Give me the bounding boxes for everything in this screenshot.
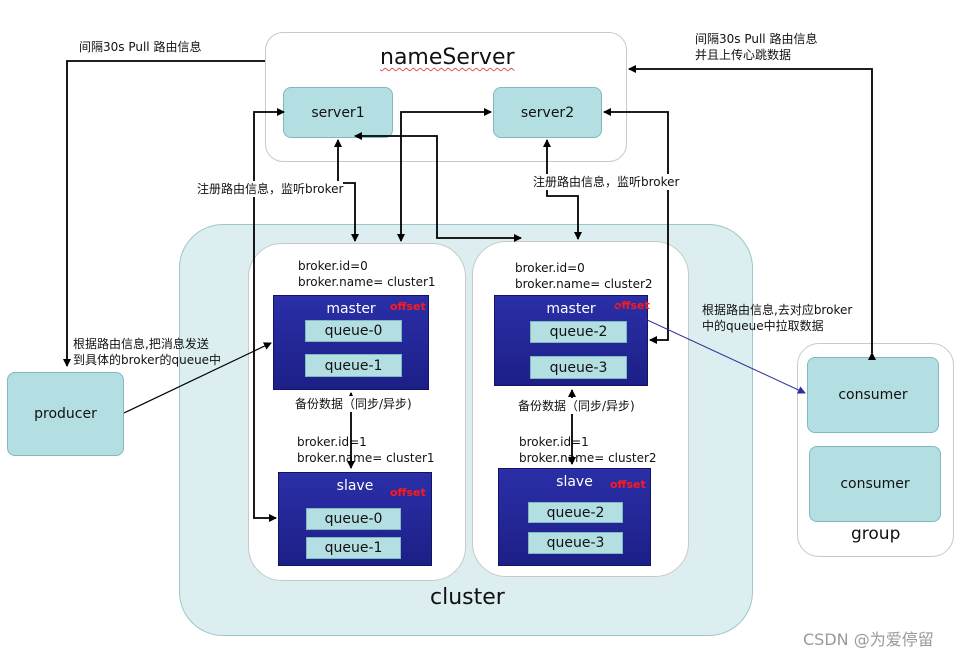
master-broker-cluster1[interactable]: master offset queue-0 queue-1 bbox=[273, 295, 429, 390]
register-server2-cluster1 bbox=[397, 108, 492, 242]
consume-arrow bbox=[614, 304, 806, 394]
queue-box[interactable]: queue-2 bbox=[530, 321, 627, 343]
producer-pull-arrow bbox=[63, 60, 265, 367]
broker-name-label: broker.name= cluster2 bbox=[519, 451, 657, 465]
pull-annotation-right: 并且上传心跳数据 bbox=[695, 48, 792, 62]
broker-role-label: master bbox=[546, 301, 596, 317]
register-server1-cluster2 bbox=[354, 132, 522, 242]
pull-annotation-left: 间隔30s Pull 路由信息 bbox=[79, 40, 202, 54]
pull-annotation-right: 间隔30s Pull 路由信息 bbox=[695, 32, 818, 46]
group-label: group bbox=[851, 524, 901, 544]
slave-broker-cluster1[interactable]: slave offset queue-0 queue-1 bbox=[278, 472, 432, 566]
register-annotation-right: 注册路由信息，监听broker bbox=[533, 174, 680, 190]
consume-annotation: 根据路由信息,去对应broker bbox=[702, 303, 853, 317]
register-server2-master2 bbox=[603, 108, 669, 344]
broker-name-label: broker.name= cluster1 bbox=[298, 275, 436, 289]
send-annotation: 根据路由信息,把消息发送 bbox=[73, 337, 209, 351]
send-annotation: 到具体的broker的queue中 bbox=[73, 353, 222, 367]
watermark-text: CSDN @为爱停留 bbox=[803, 630, 934, 649]
broker-role-label: master bbox=[326, 301, 376, 317]
consumer-node-2[interactable]: consumer bbox=[809, 446, 941, 522]
slave-broker-cluster2[interactable]: slave offset queue-2 queue-3 bbox=[498, 468, 651, 566]
server1-node[interactable]: server1 bbox=[283, 87, 393, 138]
queue-box[interactable]: queue-1 bbox=[305, 354, 402, 377]
consume-annotation: 中的queue中拉取数据 bbox=[702, 319, 824, 333]
nameserver-title: nameServer bbox=[380, 45, 515, 70]
queue-box[interactable]: queue-0 bbox=[306, 508, 401, 530]
backup-annotation-left: 备份数据（同步/异步) bbox=[295, 396, 412, 412]
register-server2-cluster2 bbox=[543, 139, 582, 240]
offset-label: offset bbox=[610, 478, 646, 491]
register-annotation-left: 注册路由信息，监听broker bbox=[197, 181, 344, 197]
broker-role-label: slave bbox=[336, 478, 374, 494]
consumer-pull-arrow bbox=[628, 65, 876, 360]
queue-box[interactable]: queue-1 bbox=[306, 537, 401, 559]
queue-box[interactable]: queue-3 bbox=[528, 532, 623, 554]
queue-box[interactable]: queue-3 bbox=[530, 356, 627, 379]
server2-node[interactable]: server2 bbox=[493, 87, 602, 138]
register-server1-slave1 bbox=[253, 108, 285, 522]
consumer-node-1[interactable]: consumer bbox=[807, 357, 939, 433]
backup-annotation-right: 备份数据（同步/异步) bbox=[518, 398, 635, 414]
queue-box[interactable]: queue-2 bbox=[528, 502, 623, 523]
queue-box[interactable]: queue-0 bbox=[305, 320, 402, 342]
producer-node[interactable]: producer bbox=[7, 372, 124, 456]
offset-label: offset bbox=[390, 486, 426, 499]
broker-role-label: slave bbox=[556, 474, 593, 490]
send-arrow bbox=[123, 342, 272, 414]
broker-id-label: broker.id=0 bbox=[515, 261, 585, 275]
cluster-label: cluster bbox=[430, 585, 505, 610]
broker-name-label: broker.name= cluster1 bbox=[297, 451, 435, 465]
offset-label: offset bbox=[390, 300, 426, 313]
broker-id-label: broker.id=0 bbox=[298, 259, 368, 273]
